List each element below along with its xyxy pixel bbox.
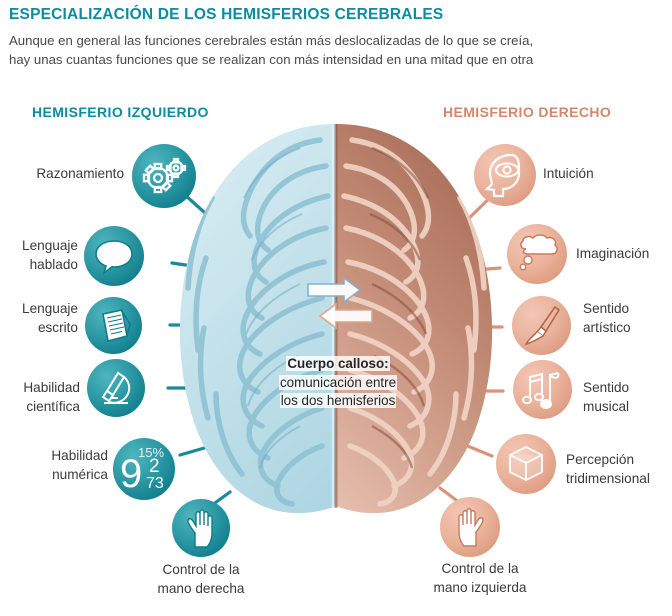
written-document-icon [101, 308, 131, 342]
label-sentido-artistico-line2: artístico [583, 319, 631, 335]
label-sentido-musical: Sentido musical [583, 379, 672, 416]
subtitle-line-1: Aunque en general las funciones cerebral… [9, 33, 534, 48]
label-intuicion: Intuición [543, 165, 663, 184]
bubble-sentido-musical[interactable] [513, 360, 572, 419]
page-subtitle: Aunque en general las funciones cerebral… [9, 31, 665, 69]
label-imaginacion: Imaginación [576, 245, 672, 264]
microscope-icon [101, 371, 131, 404]
label-intuicion-line1: Intuición [543, 166, 594, 181]
label-habilidad-cientifica: Habilidad científica [0, 379, 80, 416]
numbers-small: 73 [146, 475, 164, 492]
bubble-control-mano-derecha[interactable] [172, 499, 230, 557]
cc-line-2: comunicación entre [278, 374, 398, 390]
label-lenguaje-escrito-line1: Lenguaje [22, 301, 78, 316]
label-control-mano-izquierda-line2: mano izquierda [433, 579, 527, 595]
label-lenguaje-hablado-line1: Lenguaje [22, 238, 78, 253]
label-habilidad-cientifica-line1: Habilidad [23, 380, 80, 395]
numbers-mid: 2 [149, 456, 160, 477]
label-percepcion-tridimensional-line1: Percepción [566, 452, 635, 467]
label-sentido-musical-line2: musical [583, 398, 630, 414]
bubble-imaginacion[interactable] [507, 224, 567, 284]
numbers-icon: 9 15% 2 73 [120, 445, 164, 496]
cube-icon [509, 445, 543, 482]
gears-icon [142, 157, 187, 194]
corpus-callosum-arrows [307, 276, 373, 330]
label-habilidad-cientifica-line2: científica [26, 398, 80, 414]
numbers-big: 9 [120, 452, 142, 496]
bubble-lenguaje-escrito[interactable] [85, 297, 142, 354]
head-eye-icon [484, 153, 521, 198]
label-imaginacion-line1: Imaginación [576, 246, 650, 261]
label-control-mano-izquierda-line1: Control de la [441, 561, 519, 576]
right-hand-icon [187, 509, 213, 548]
thought-cloud-icon [519, 234, 558, 271]
label-habilidad-numerica: Habilidad numérica [0, 447, 108, 484]
right-hemisphere-heading: HEMISFERIO DERECHO [443, 104, 612, 120]
left-hand-icon [458, 508, 484, 547]
cc-bold-line: Cuerpo calloso: [286, 356, 390, 371]
bubble-intuicion[interactable] [474, 144, 536, 206]
speech-bubble-icon [95, 240, 133, 276]
page-title: ESPECIALIZACIÓN DE LOS HEMISFERIOS CEREB… [9, 6, 444, 23]
label-control-mano-derecha-line2: mano derecha [157, 580, 245, 596]
bubble-percepcion-tridimensional[interactable] [496, 434, 556, 494]
music-notes-icon [521, 371, 559, 409]
label-sentido-artistico-line1: Sentido [583, 301, 630, 316]
bubble-habilidad-cientifica[interactable] [87, 359, 145, 417]
label-razonamiento-line1: Razonamiento [36, 166, 124, 181]
label-control-mano-derecha: Control de la mano derecha [121, 561, 281, 598]
label-control-mano-derecha-line1: Control de la [162, 562, 240, 577]
bubble-sentido-artistico[interactable] [512, 296, 571, 355]
paintbrush-icon [523, 305, 560, 345]
label-lenguaje-hablado-line2: hablado [29, 256, 78, 272]
label-razonamiento: Razonamiento [0, 165, 124, 184]
subtitle-line-2: hay unas cuantas funciones que se realiz… [9, 52, 534, 67]
left-hemisphere-heading: HEMISFERIO IZQUIERDO [32, 104, 209, 120]
numbers-percent: 15% [138, 445, 164, 460]
label-sentido-musical-line1: Sentido [583, 380, 630, 395]
bubble-lenguaje-hablado[interactable] [84, 226, 144, 286]
bubble-razonamiento[interactable] [132, 144, 196, 208]
label-lenguaje-hablado: Lenguaje hablado [0, 237, 78, 274]
label-lenguaje-escrito: Lenguaje escrito [0, 300, 78, 337]
bubble-habilidad-numerica[interactable]: 9 15% 2 73 [113, 438, 175, 500]
label-habilidad-numerica-line1: Habilidad [51, 448, 108, 463]
label-habilidad-numerica-line2: numérica [52, 466, 108, 482]
label-percepcion-tridimensional: Percepción tridimensional [566, 451, 672, 488]
corpus-callosum-caption: Cuerpo calloso: comunicación entre los d… [258, 355, 418, 411]
label-percepcion-tridimensional-line2: tridimensional [566, 470, 650, 486]
bubble-control-mano-izquierda[interactable] [440, 497, 500, 557]
label-sentido-artistico: Sentido artístico [583, 300, 672, 337]
label-control-mano-izquierda: Control de la mano izquierda [390, 560, 570, 597]
label-lenguaje-escrito-line2: escrito [37, 319, 78, 335]
cc-line-3: los dos hemisferios [279, 393, 397, 408]
